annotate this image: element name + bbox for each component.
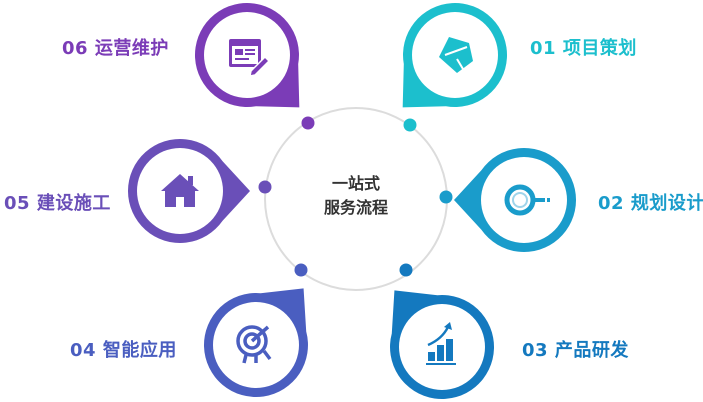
dot-04 — [294, 263, 308, 277]
pin-04 — [204, 288, 308, 398]
pin-05 — [127, 139, 250, 243]
pin-03 — [390, 290, 494, 400]
dot-01 — [403, 118, 417, 132]
pin-06 — [195, 3, 300, 108]
house-icon — [161, 174, 199, 207]
center-title-line2: 服务流程 — [323, 198, 388, 217]
step-label-03: 03 产品研发 — [522, 340, 629, 361]
dot-05 — [258, 180, 272, 194]
paper-plane-icon — [439, 37, 473, 73]
center-title-line1: 一站式 — [331, 174, 380, 193]
web-edit-icon — [229, 39, 271, 77]
step-label-02: 02 规划设计 — [598, 193, 703, 214]
dot-06 — [301, 116, 315, 130]
step-label-04: 04 智能应用 — [70, 340, 177, 361]
dot-02 — [439, 190, 453, 204]
center-title: 一站式 服务流程 — [296, 172, 416, 220]
step-label-05: 05 建设施工 — [4, 193, 111, 214]
pin-01 — [402, 3, 507, 108]
step-label-01: 01 项目策划 — [530, 38, 637, 59]
magnifier-icon — [504, 184, 550, 216]
dot-03 — [399, 263, 413, 277]
growth-chart-icon — [426, 322, 456, 365]
pin-02 — [454, 148, 577, 252]
target-icon — [236, 325, 272, 364]
step-label-06: 06 运营维护 — [62, 38, 169, 59]
